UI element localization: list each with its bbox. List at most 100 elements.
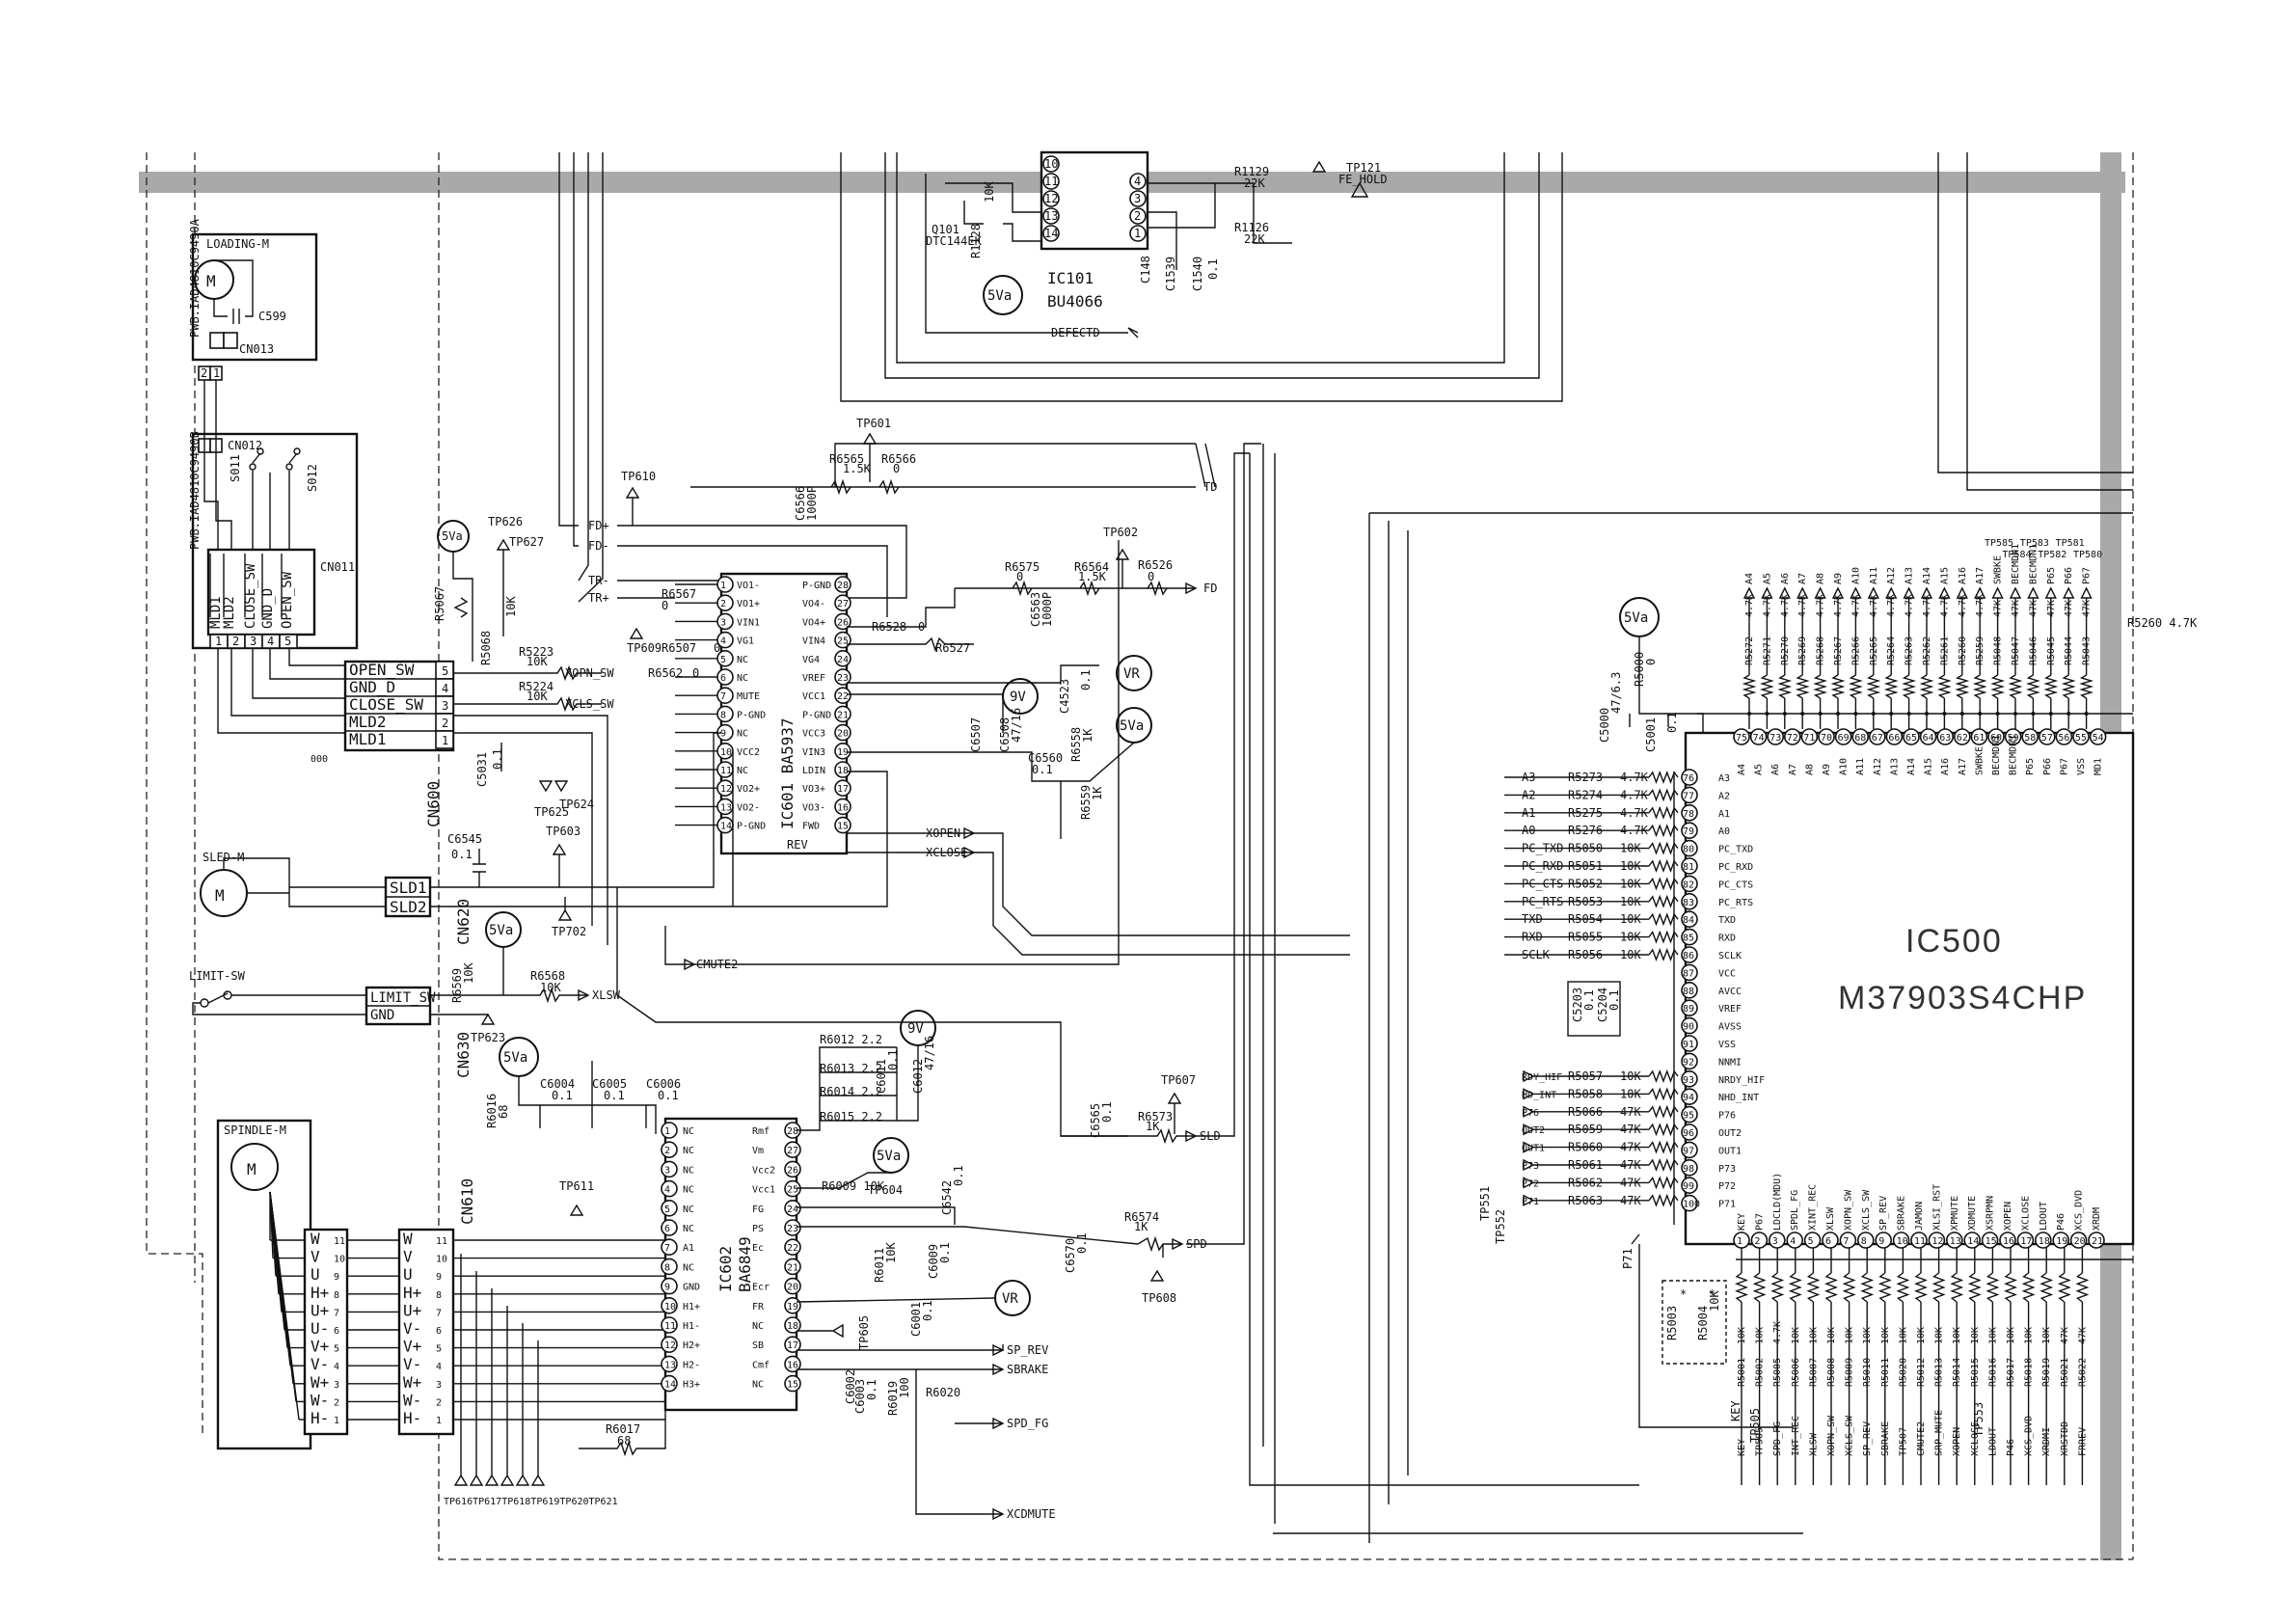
spindle-testpoint (484, 1288, 500, 1486)
fd-plus-label: FD+ (588, 519, 609, 532)
supply-9v-ic601-label: 9V (1010, 690, 1026, 705)
ic601-pin-name: P-GND (737, 710, 766, 720)
ic602-pin-number: 12 (664, 1340, 676, 1351)
cn610-motor-pin-name: U (311, 1265, 320, 1284)
cn610-board-pin-number: 7 (436, 1308, 442, 1318)
ic602-pin-number: 15 (787, 1380, 798, 1391)
ic500-pin-name: A13 (1889, 758, 1900, 775)
rtop-net: BECMDN1 (2028, 544, 2039, 584)
sled-motor-m: M (215, 886, 225, 905)
ic602-pin-number: 2 (664, 1146, 670, 1156)
rleft-ref: R5054 (1568, 912, 1603, 926)
r6565-value: 1.5K (843, 462, 872, 475)
r6566-label: R6566 (881, 452, 916, 466)
rbot-ref: R5016 (1987, 1358, 1998, 1387)
ic500-pin-name: XSRPMN (1985, 1196, 1996, 1231)
cn610-motor-pin-number: 2 (334, 1397, 339, 1408)
c6004-value: 0.1 (552, 1089, 573, 1102)
ic601-pin-number: 13 (720, 802, 732, 813)
cn630-supply-cluster: 5Va R6569 10K R6568 10K XLSW TP623 (430, 887, 1128, 1137)
rbot-value: 10K (1880, 1327, 1891, 1344)
ic500-pin-number: 3 (1772, 1236, 1778, 1247)
rbot-ref: R5007 (1808, 1358, 1819, 1387)
rtop-net: A17 (1975, 567, 1985, 584)
rtop-resistor (1813, 674, 1828, 699)
ic500-pin-number: 20 (2074, 1236, 2086, 1247)
ic500-pin (1681, 1194, 1698, 1212)
loading-motor-block: LOADING-M M C599 PWB:IAD4810C9490A CN013… (188, 218, 318, 434)
ic602-pin (784, 1238, 801, 1256)
ic500-pin-number: 56 (2058, 733, 2069, 744)
ic500-pin-number: 78 (1683, 809, 1694, 820)
ic500-pin-number: 61 (1973, 733, 1985, 744)
ic500-pin-name: XOPN_SW (1843, 1189, 1853, 1231)
ic601-pin-name: P-GND (737, 822, 766, 832)
loading-motor-label: LOADING-M (206, 237, 269, 251)
rleft-ref: R5275 (1568, 806, 1603, 820)
rleft-resistor (1648, 930, 1679, 944)
limit-switch-label: LIMIT-SW (189, 969, 246, 983)
rtop-tp: TP582 (2038, 550, 2066, 560)
r6565-label: R6565 (829, 452, 864, 466)
ic500-pin (1681, 857, 1698, 875)
supply-5va-ic601-label: 5Va (1120, 718, 1144, 734)
rtop-net: A7 (1797, 573, 1808, 584)
ic500-pin-number: 11 (1914, 1236, 1926, 1247)
ic500-pin-name: P76 (1718, 1111, 1736, 1122)
c6563-value: 1000P (1040, 592, 1054, 627)
cn630-signal: LIMIT_SW (370, 990, 436, 1006)
ic601-pin-number: 1 (720, 581, 726, 591)
ic500-pin (1800, 728, 1819, 745)
ic601-pin (834, 798, 851, 816)
ic601-pin-name: VCC3 (802, 729, 825, 740)
rtop-arrow (2080, 586, 2093, 599)
ic601-pin-number: 28 (837, 581, 849, 591)
ic602-pin-number: 10 (664, 1302, 676, 1313)
c6001-label: C6001 (909, 1302, 923, 1337)
cn011-signal: CLOSE_SW (243, 563, 258, 629)
cn610-board-pin-name: W- (403, 1391, 421, 1409)
r6526-value: 0 (1148, 570, 1154, 583)
ic500-pin (1892, 1232, 1910, 1249)
ic500-pin (1910, 1232, 1928, 1249)
tp505-label: TP505 (1748, 1408, 1762, 1443)
ic500-pin-name: A9 (1822, 764, 1832, 775)
ic602-pin-number: 28 (787, 1126, 798, 1137)
cn630-label: CN630 (454, 1032, 473, 1078)
cn600-signal: MLD2 (349, 713, 387, 731)
rleft-value: 4.7K (1620, 771, 1649, 784)
ic500-pin-number: 16 (2003, 1236, 2014, 1247)
rbot-value: 10K (1862, 1327, 1873, 1344)
cn600-signal: MLD1 (349, 730, 387, 748)
r6574-value: 1K (1134, 1220, 1148, 1233)
ic500-pin (1857, 1232, 1875, 1249)
ic602-pin-name: Ec (752, 1243, 764, 1254)
sp-rev-label: SP_REV (1007, 1343, 1048, 1357)
ic101-part: BU4066 (1047, 292, 1103, 311)
rleft-resistor (1648, 1123, 1679, 1137)
rbot-net: FRREV (2077, 1427, 2088, 1456)
ic602-pin-name: Vcc1 (752, 1185, 775, 1196)
ic602-pin-name: H2+ (683, 1340, 700, 1351)
fd-label: FD (1203, 582, 1217, 595)
ic500-pin (1834, 728, 1852, 745)
supply-5va-ic500-label: 5Va (1624, 610, 1648, 626)
rbot-resistor (1931, 1272, 1946, 1303)
ic500-pin-number: 70 (1821, 733, 1832, 744)
tp602-label: TP602 (1103, 526, 1138, 539)
sld-spd-cluster: TP607 C6565 0.1 R6573 1K SLD R6574 1K SP… (1061, 443, 1261, 1305)
tp553-label: TP553 (1972, 1402, 1985, 1437)
rleft-resistor (1648, 1176, 1679, 1190)
ic601-pin (834, 612, 851, 631)
ic500-pin-number: 75 (1736, 733, 1747, 744)
rbot-ref: R5001 (1737, 1358, 1747, 1387)
ic500-pin (1681, 822, 1698, 840)
tp121-label: TP121 (1346, 161, 1381, 175)
ic500-pin-number: 4 (1790, 1236, 1796, 1247)
ic602-pin-number: 27 (787, 1146, 798, 1156)
rbot-value: 10K (1845, 1327, 1855, 1344)
ic500-pin-number: 7 (1843, 1236, 1849, 1247)
ic500-pin (2021, 728, 2039, 745)
ic101-pin (1129, 173, 1147, 190)
ic500-pin-number: 19 (2056, 1236, 2067, 1247)
